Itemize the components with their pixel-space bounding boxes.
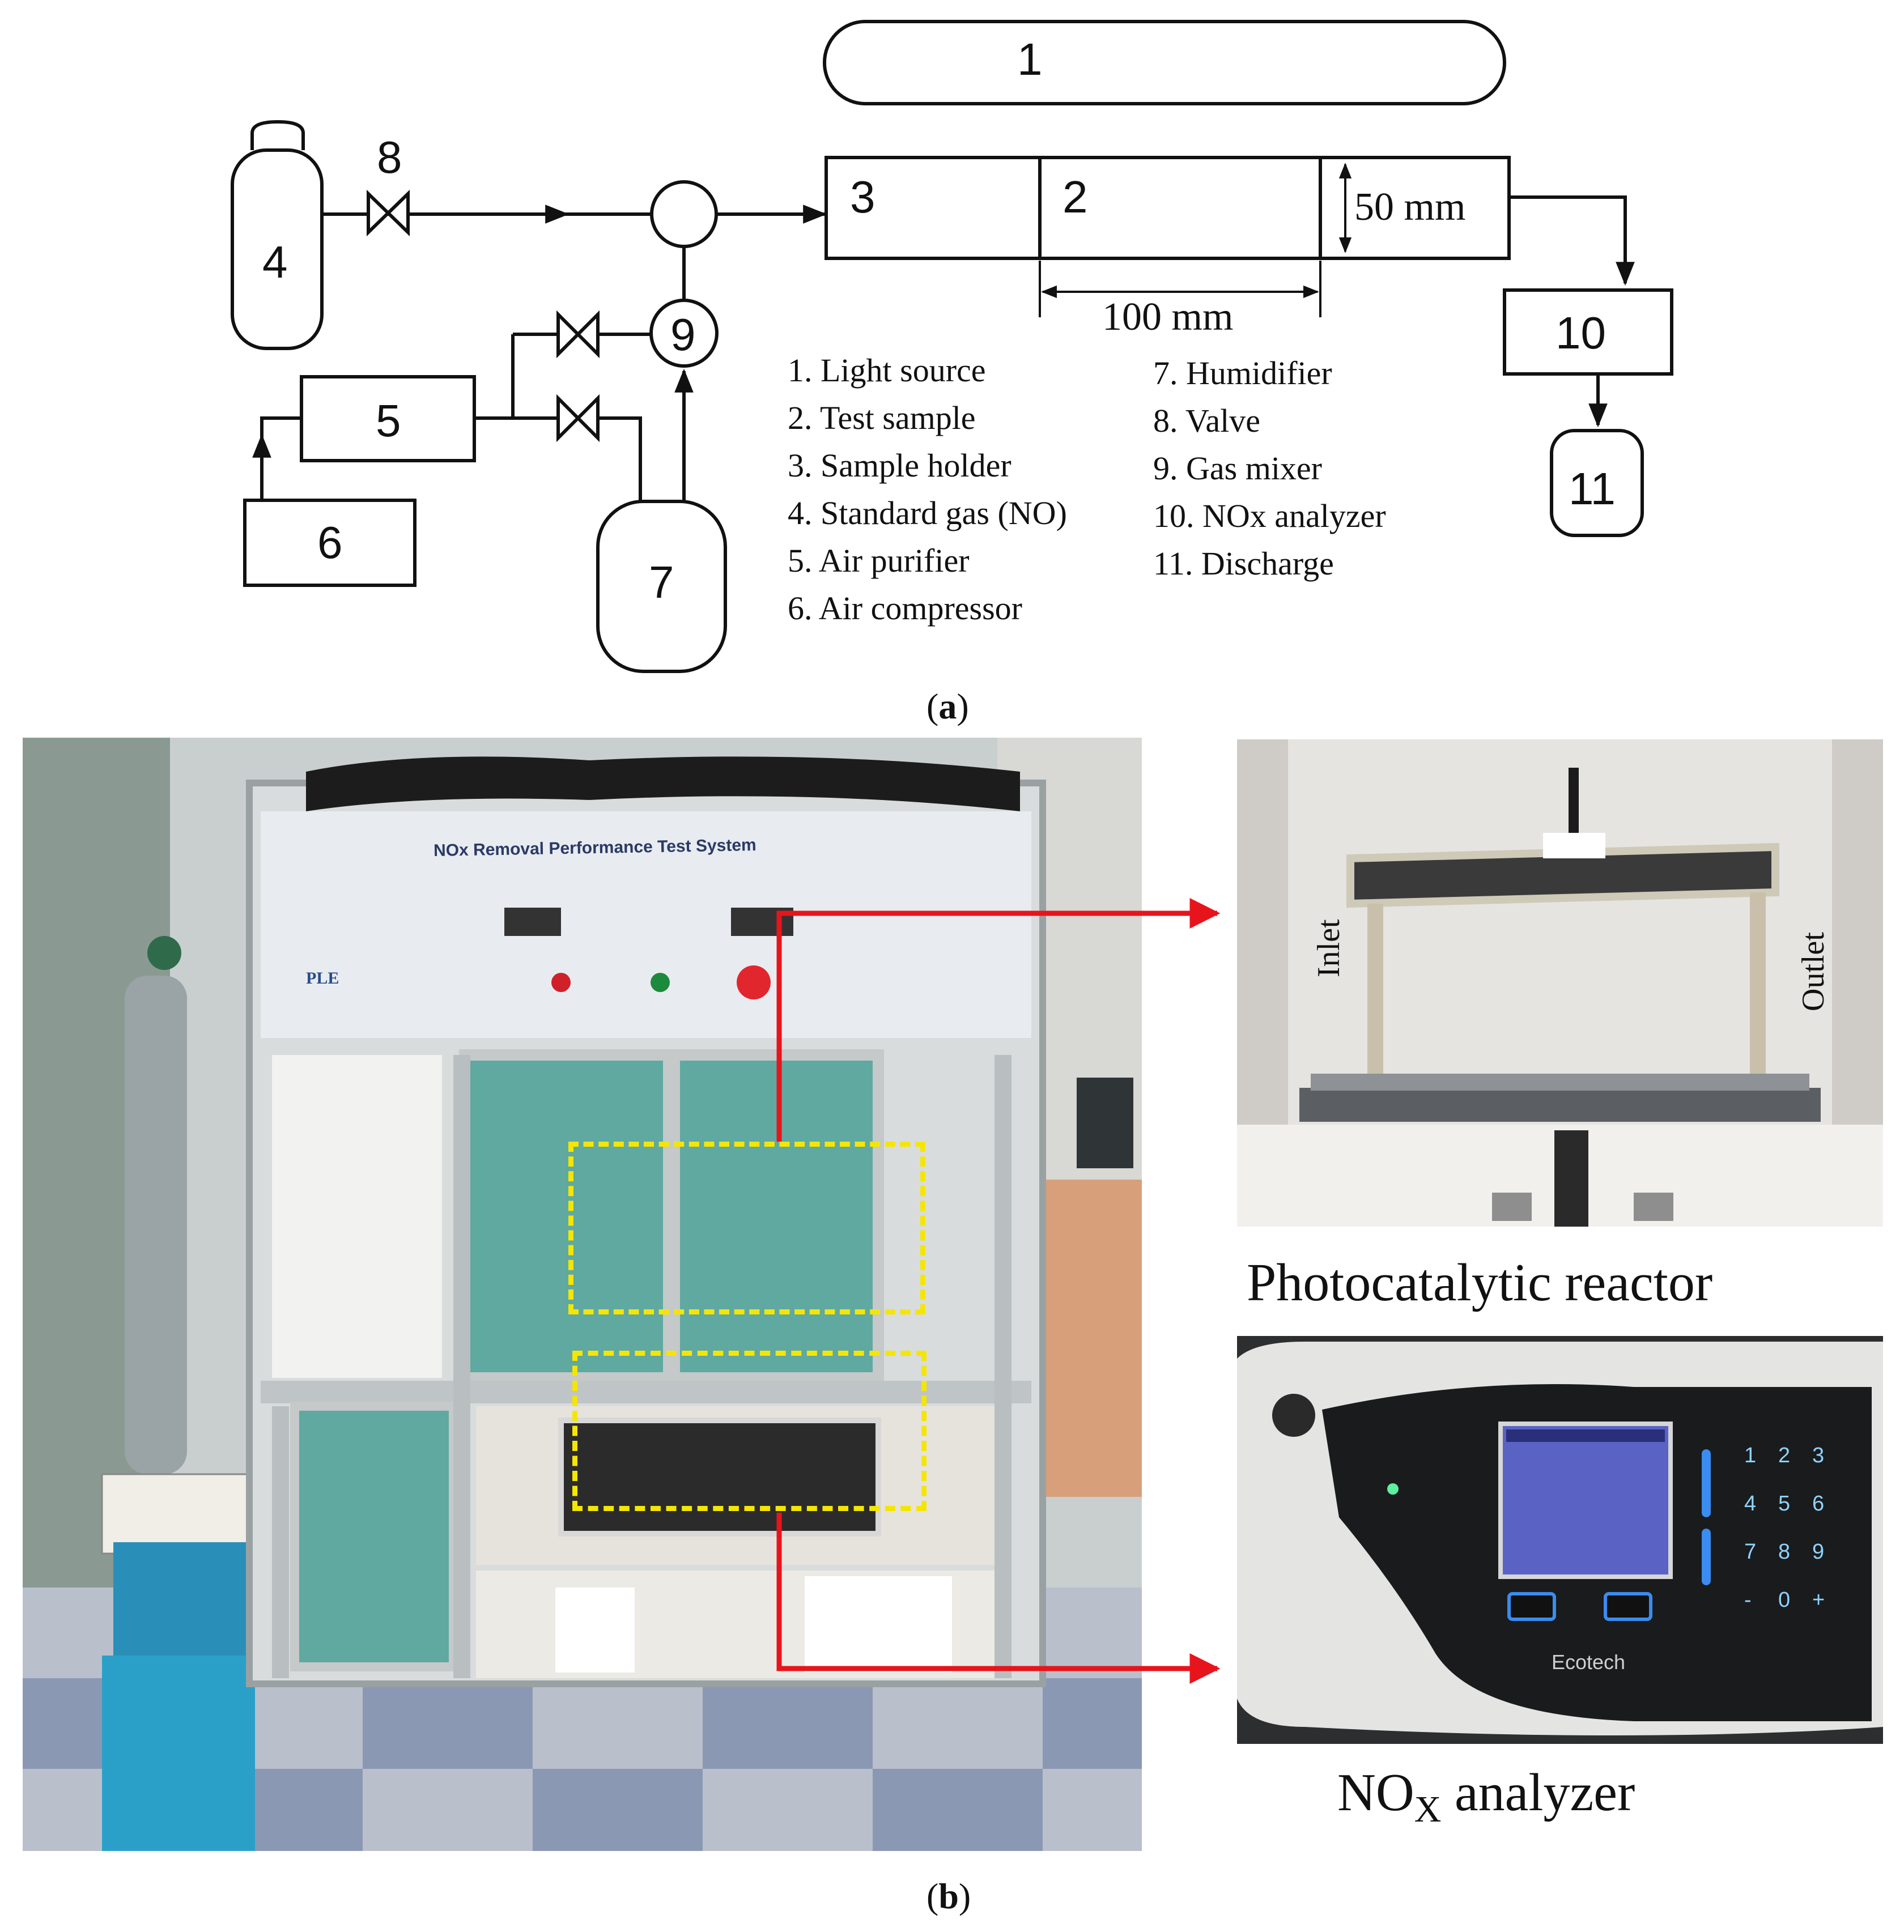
- legend-item: 7. Humidifier: [1153, 355, 1332, 391]
- component-label-10: 10: [1556, 308, 1606, 358]
- humidifier-vessel: [596, 500, 727, 673]
- keypad-key: 8: [1778, 1540, 1791, 1564]
- analyzer-keypad: 1 2 3 4 5 6 7 8 9 - 0 +: [1744, 1444, 1846, 1636]
- light-source-box: [823, 20, 1506, 105]
- legend-item: 5. Air purifier: [788, 542, 970, 579]
- keypad-key: 5: [1778, 1492, 1791, 1516]
- keypad-key: 9: [1812, 1540, 1825, 1564]
- valve-8-symbol: [367, 189, 410, 237]
- system-brand: PLE: [306, 969, 339, 988]
- reactor-box: [824, 156, 1511, 260]
- reactor-photo-label: Photocatalytic reactor: [1247, 1253, 1713, 1312]
- keypad-key: +: [1812, 1588, 1825, 1612]
- analyzer-photo: 1 2 3 4 5 6 7 8 9 - 0 + Ecotech: [1237, 1336, 1883, 1744]
- air-purifier-box: [300, 375, 476, 462]
- valve-lower-symbol: [556, 394, 600, 442]
- analyzer-photo-label: NOX analyzer: [1337, 1763, 1635, 1830]
- legend-item: 4. Standard gas (NO): [788, 495, 1067, 531]
- component-label-1: 1: [1017, 34, 1043, 84]
- keypad-key: 0: [1778, 1588, 1791, 1612]
- legend-item: 1. Light source: [788, 352, 986, 389]
- height-dimension-label: 50 mm: [1354, 185, 1465, 229]
- legend-item: 9. Gas mixer: [1153, 450, 1322, 487]
- length-dimension-label: 100 mm: [1102, 295, 1233, 339]
- outlet-label: Outlet: [1796, 932, 1831, 1011]
- legend-item: 8. Valve: [1153, 402, 1260, 439]
- keypad-key: 7: [1744, 1540, 1757, 1564]
- gas-cylinder-cap: [250, 120, 305, 150]
- component-label-6: 6: [317, 517, 343, 568]
- component-label-5: 5: [376, 395, 401, 446]
- inlet-label: Inlet: [1311, 919, 1346, 977]
- component-label-2: 2: [1062, 172, 1088, 222]
- analyzer-highlight-box: [572, 1351, 926, 1511]
- reactor-highlight-box: [568, 1142, 925, 1314]
- legend-item: 10. NOx analyzer: [1153, 497, 1386, 534]
- keypad-key: 1: [1744, 1444, 1757, 1467]
- legend-left: 1. Light source 2. Test sample 3. Sample…: [788, 352, 1067, 627]
- valve-upper-symbol: [556, 310, 600, 359]
- legend-item: 11. Discharge: [1153, 545, 1334, 582]
- component-label-7: 7: [649, 557, 674, 607]
- air-compressor-box: [243, 499, 416, 587]
- component-label-4: 4: [262, 237, 288, 287]
- mixer-junction-circle: [650, 180, 718, 248]
- caption-b: (b): [926, 1876, 971, 1916]
- keypad-key: 4: [1744, 1492, 1757, 1516]
- caption-a: (a): [926, 686, 969, 726]
- keypad-key: 6: [1812, 1492, 1825, 1516]
- analyzer-brand: Ecotech: [1552, 1650, 1626, 1674]
- legend-item: 6. Air compressor: [788, 590, 1022, 627]
- legend-item: 3. Sample holder: [788, 447, 1012, 484]
- legend-right: 7. Humidifier 8. Valve 9. Gas mixer 10. …: [1153, 355, 1386, 582]
- component-label-3: 3: [850, 172, 876, 222]
- legend-item: 2. Test sample: [788, 399, 976, 436]
- keypad-key: -: [1744, 1588, 1752, 1612]
- keypad-key: 2: [1778, 1444, 1791, 1467]
- component-label-9: 9: [670, 309, 696, 360]
- reactor-photo: Inlet Outlet: [1237, 739, 1883, 1227]
- nox-analyzer-box: [1503, 288, 1673, 376]
- component-label-11: 11: [1569, 463, 1616, 514]
- gas-cylinder: [231, 148, 324, 350]
- keypad-key: 3: [1812, 1444, 1825, 1467]
- schematic-diagram: 1 3 2 50 mm 100 mm 4 8 9 5 6 7: [231, 20, 1673, 673]
- component-label-8: 8: [377, 132, 402, 182]
- discharge-box: [1550, 429, 1644, 537]
